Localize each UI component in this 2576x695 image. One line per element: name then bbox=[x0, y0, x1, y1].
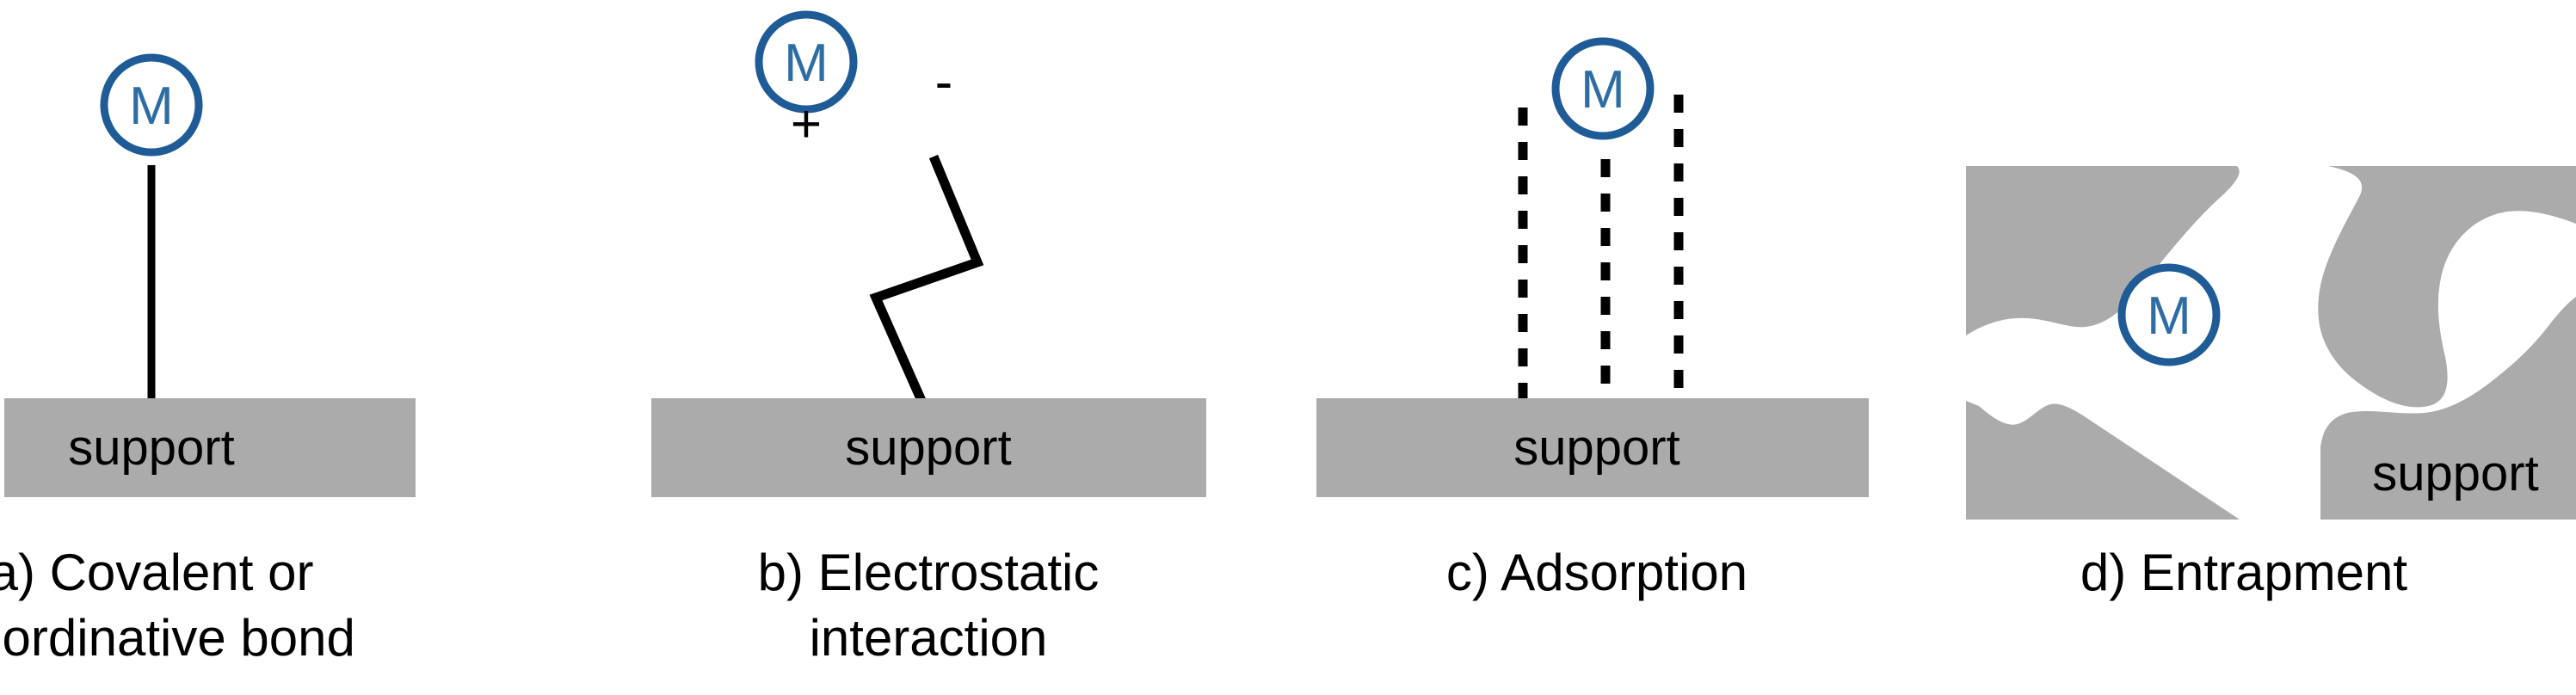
matrix-blob-top-left bbox=[1966, 166, 2240, 335]
panel-caption-d-line-1: d) Entrapment bbox=[2080, 544, 2408, 601]
panel-caption-c-line-1: c) Adsorption bbox=[1446, 544, 1747, 601]
negative-charge-label-b: - bbox=[935, 52, 953, 112]
matrix-blob-top-right bbox=[2318, 166, 2576, 408]
positive-charge-label-b: + bbox=[791, 95, 822, 154]
matrix-blob-bottom-right bbox=[2320, 297, 2576, 520]
panel-a-covalent-bond: support M a) Covalent or coordinative bo… bbox=[0, 53, 416, 667]
matrix-blob-bottom-left bbox=[1966, 401, 2240, 520]
support-bar-a bbox=[4, 398, 416, 497]
support-label-c: support bbox=[1513, 420, 1679, 476]
molecule-label-c: M bbox=[1581, 60, 1625, 120]
molecule-label-a: M bbox=[129, 77, 174, 136]
molecule-circle-b bbox=[755, 10, 858, 114]
porous-matrix-support-d bbox=[1966, 166, 2576, 520]
panel-c-adsorption: support M c) Adsorption bbox=[1316, 37, 1869, 601]
support-bar-c bbox=[1316, 398, 1869, 497]
panel-caption-a-line-2: coordinative bond bbox=[0, 609, 355, 667]
support-bar-b bbox=[651, 398, 1206, 497]
panel-caption-a-line-1: a) Covalent or bbox=[0, 544, 313, 601]
electrostatic-zigzag-chain bbox=[869, 154, 984, 405]
support-label-a: support bbox=[68, 420, 234, 476]
panel-b-electrostatic-interaction: support M + - b) Electrostatic interacti… bbox=[651, 10, 1206, 667]
molecule-label-d: M bbox=[2147, 286, 2191, 346]
molecule-circle-c bbox=[1551, 37, 1655, 140]
molecule-label-b: M bbox=[784, 34, 829, 93]
support-label-b: support bbox=[845, 420, 1011, 476]
panel-caption-b-line-1: b) Electrostatic bbox=[758, 544, 1100, 601]
panel-d-entrapment: support M d) Entrapment bbox=[1966, 166, 2576, 601]
support-label-d: support bbox=[2372, 446, 2538, 501]
molecule-circle-d bbox=[2117, 263, 2221, 366]
molecule-circle-a bbox=[100, 53, 203, 157]
panel-caption-b-line-2: interaction bbox=[810, 609, 1048, 667]
